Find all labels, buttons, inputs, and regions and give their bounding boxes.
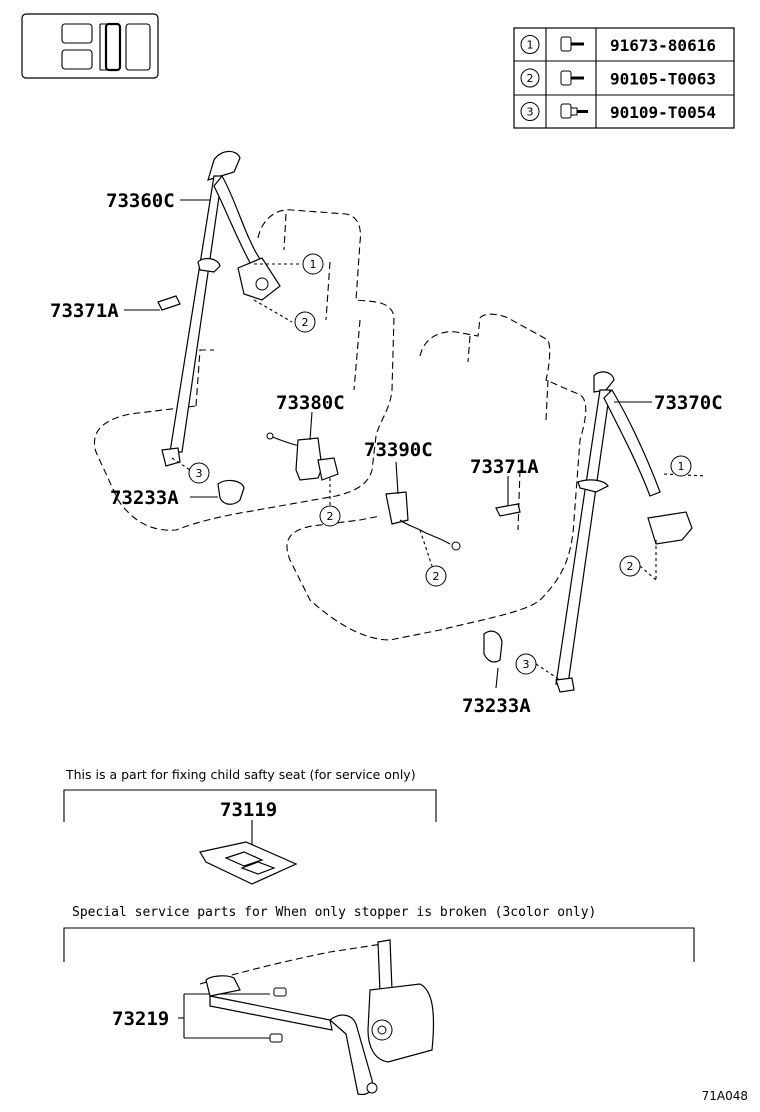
- label-73233A-left: 73233A: [110, 487, 179, 509]
- svg-text:2: 2: [327, 510, 334, 523]
- child-seat-anchor-part: [199, 841, 298, 885]
- left-seat-outline: [94, 209, 395, 531]
- right-anchor-cover: [483, 630, 503, 663]
- label-73233A-right: 73233A: [462, 695, 531, 717]
- fastener-row-1: 1 91673-80616: [520, 35, 716, 55]
- label-73360C: 73360C: [106, 190, 175, 212]
- leader-lines: [124, 199, 707, 689]
- center-buckle: [385, 491, 461, 551]
- label-73370C: 73370C: [654, 392, 723, 414]
- right-seatbelt-assembly: [555, 371, 693, 693]
- label-73219: 73219: [112, 1008, 169, 1030]
- fastener-row-3: 3 90109-T0054: [520, 102, 716, 122]
- shoulder-bolt-icon: [560, 103, 588, 119]
- fastener-number: 3: [527, 106, 534, 119]
- callout-2-right: 2: [619, 555, 641, 577]
- child-seat-note: This is a part for fixing child safty se…: [65, 767, 416, 782]
- left-seatbelt-assembly: [161, 150, 281, 467]
- left-belt-guide: [157, 295, 181, 311]
- label-73380C: 73380C: [276, 392, 345, 414]
- callout-2-bottom: 2: [425, 565, 447, 587]
- svg-text:2: 2: [433, 570, 440, 583]
- fastener-table: 1 91673-80616 2 90105-T0063 3 9: [513, 27, 735, 129]
- fastener-part-number: 90105-T0063: [610, 70, 716, 89]
- callout-2-left: 2: [294, 311, 316, 333]
- callout-1-right: 1: [670, 455, 692, 477]
- fastener-number: 1: [527, 39, 534, 52]
- right-belt-guide: [495, 503, 521, 517]
- stopper-leader: [178, 993, 270, 1039]
- svg-text:3: 3: [523, 658, 530, 671]
- label-73371A-left: 73371A: [50, 300, 119, 322]
- svg-text:2: 2: [302, 316, 309, 329]
- left-anchor-cover: [217, 479, 245, 505]
- svg-text:3: 3: [196, 467, 203, 480]
- fastener-part-number: 91673-80616: [610, 36, 716, 55]
- fastener-part-number: 90109-T0054: [610, 103, 716, 122]
- bolt-icon: [560, 70, 584, 86]
- svg-text:1: 1: [310, 258, 317, 271]
- right-seat-outline: [286, 313, 587, 641]
- label-73371A-right: 73371A: [470, 456, 539, 478]
- left-buckle: [266, 432, 339, 481]
- svg-text:1: 1: [678, 460, 685, 473]
- callout-3-right: 3: [515, 653, 537, 675]
- fastener-number: 2: [527, 72, 534, 85]
- callout-1-left: 1: [302, 253, 324, 275]
- flange-bolt-icon: [560, 36, 584, 52]
- fastener-row-2: 2 90105-T0063: [520, 68, 716, 89]
- callout-3-left: 3: [188, 462, 210, 484]
- label-73119: 73119: [220, 799, 277, 821]
- label-73390C: 73390C: [364, 439, 433, 461]
- svg-text:2: 2: [627, 560, 634, 573]
- callout-2-center: 2: [319, 505, 341, 527]
- figure-id: 71A048: [702, 1089, 748, 1103]
- vehicle-seating-icon: [21, 13, 159, 79]
- child-seat-bracket: [63, 789, 437, 822]
- stopper-bracket: [63, 927, 695, 962]
- stopper-belt-detail: [199, 939, 435, 1096]
- stopper-note: Special service parts for When only stop…: [72, 905, 596, 920]
